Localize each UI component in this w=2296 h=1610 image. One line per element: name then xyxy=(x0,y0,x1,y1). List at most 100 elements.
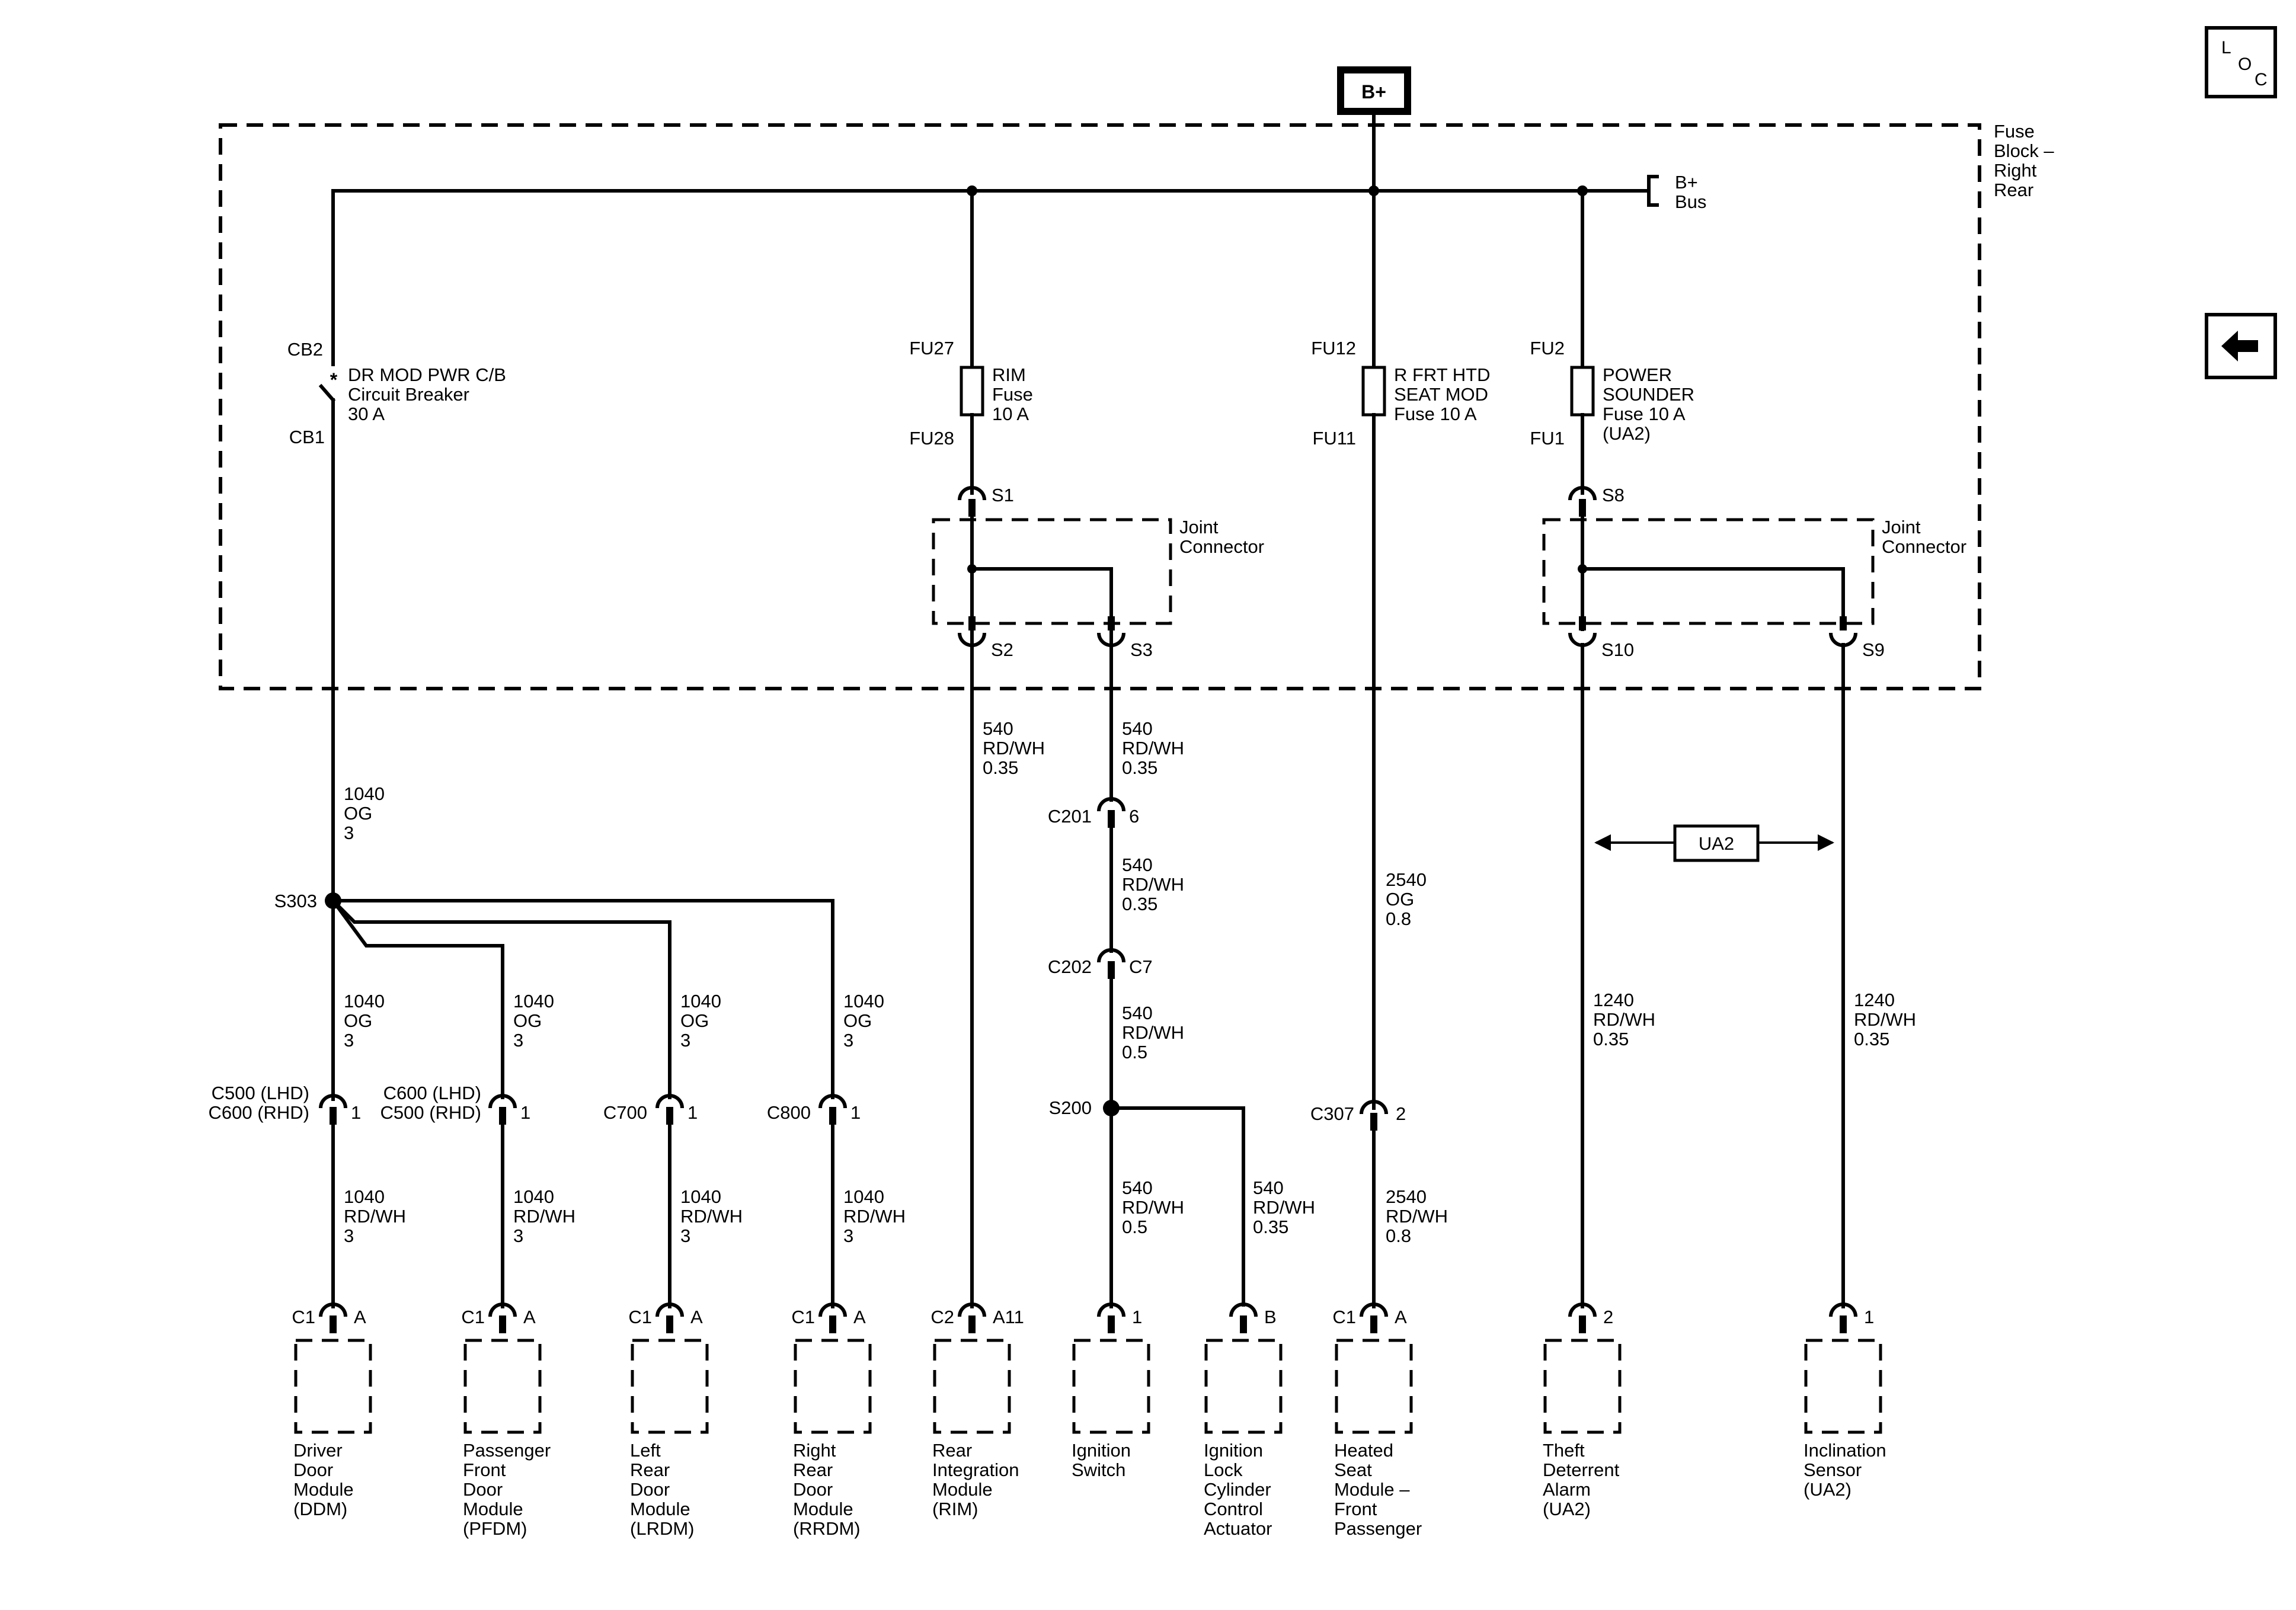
module-connector-arc xyxy=(818,1302,847,1317)
fuse-name: Fuse 10 A xyxy=(1603,404,1686,424)
wire-label: 540 xyxy=(1122,854,1153,875)
module-name: Front xyxy=(1334,1499,1377,1519)
fuse-top-terminal: FU12 xyxy=(1311,338,1356,359)
module-name: Lock xyxy=(1204,1459,1243,1480)
joint-out-pin xyxy=(1108,616,1115,630)
wire-label: 0.8 xyxy=(1386,1225,1411,1246)
joint-out-pin-label: S10 xyxy=(1601,639,1634,660)
wire-label: 540 xyxy=(1122,1177,1153,1198)
inline-connector-c307-arc xyxy=(1360,1100,1388,1115)
module-box xyxy=(1543,1339,1622,1434)
module-connector-arc xyxy=(1229,1302,1258,1317)
module-box xyxy=(794,1339,872,1434)
module-pin-label: A11 xyxy=(993,1307,1024,1327)
module-name: Module xyxy=(463,1499,523,1519)
inline-connector-arc xyxy=(818,1094,847,1109)
wire-label: OG xyxy=(843,1010,872,1031)
module-connector-pin xyxy=(1240,1315,1247,1333)
inline-pin-label: 1 xyxy=(687,1102,698,1123)
locator-button[interactable]: L O C xyxy=(2205,26,2277,98)
fuse-top-terminal: FU27 xyxy=(909,338,954,359)
wire-label: 2540 xyxy=(1386,869,1427,890)
back-arrow-icon xyxy=(2221,331,2258,361)
fuse-top-terminal: FU2 xyxy=(1530,338,1565,359)
module-pin-label: A xyxy=(853,1307,866,1327)
module-name: Door xyxy=(793,1479,833,1500)
wire-label: 1040 xyxy=(344,1186,385,1207)
joint-connector-label: Connector xyxy=(1179,536,1264,557)
inline-connector-arc xyxy=(655,1094,684,1109)
wire-label: 1040 xyxy=(513,1186,554,1207)
loc-letter-o: O xyxy=(2238,55,2252,74)
module-pin-label: 1 xyxy=(1132,1307,1142,1327)
inline-connector-c800: C800 xyxy=(767,1102,811,1123)
breaker-bottom-terminal: CB1 xyxy=(289,427,325,447)
wire-label: OG xyxy=(680,1010,709,1031)
module-name: Rear xyxy=(630,1459,670,1480)
wire-label: RD/WH xyxy=(1122,738,1184,758)
bus-label: Bus xyxy=(1675,191,1706,212)
inline-connector-c202-label: C202 xyxy=(1048,956,1092,977)
module-box xyxy=(1072,1339,1150,1434)
inline-connector-pin xyxy=(829,1107,836,1125)
module-name: Actuator xyxy=(1204,1518,1272,1539)
wire-label: 540 xyxy=(1122,718,1153,739)
module-name: Switch xyxy=(1072,1459,1125,1480)
wire-label: RD/WH xyxy=(1122,1022,1184,1043)
module-connector-pin xyxy=(968,1315,976,1333)
back-button[interactable] xyxy=(2205,313,2277,379)
inline-connector-c202-pin xyxy=(1108,961,1115,979)
module-name: (UA2) xyxy=(1803,1479,1851,1500)
wire-label: 540 xyxy=(1253,1177,1284,1198)
breaker-name: 30 A xyxy=(348,404,385,424)
module-pin-label: 2 xyxy=(1603,1307,1613,1327)
joint-in-connector-pin xyxy=(1579,499,1586,517)
module-connector-pin xyxy=(829,1315,836,1333)
fuse-block-boundary xyxy=(219,123,1981,690)
module-pin-label: A xyxy=(1395,1307,1407,1327)
module-name: Passenger xyxy=(463,1440,551,1461)
wire-label: 0.5 xyxy=(1122,1217,1147,1237)
module-pin-label: A xyxy=(354,1307,366,1327)
option-label: UA2 xyxy=(1699,833,1734,854)
wire-label: RD/WH xyxy=(344,1206,406,1227)
module-name: Module xyxy=(932,1479,993,1500)
wire-label: RD/WH xyxy=(1854,1009,1916,1030)
module-name: Door xyxy=(463,1479,503,1500)
fuse-name: RIM xyxy=(992,364,1026,385)
joint-connector-label: Connector xyxy=(1882,536,1966,557)
module-box xyxy=(933,1339,1011,1434)
wire-label: 1040 xyxy=(344,991,385,1012)
inline-connector-c201-label: C201 xyxy=(1048,806,1092,827)
module-name: Seat xyxy=(1334,1459,1372,1480)
module-connector-arc xyxy=(488,1302,517,1317)
module-name: Sensor xyxy=(1803,1459,1862,1480)
module-pin-label: A xyxy=(523,1307,536,1327)
wire-label: 0.5 xyxy=(1122,1042,1147,1062)
module-name: Ignition xyxy=(1204,1440,1263,1461)
module-connector-label: C1 xyxy=(628,1307,652,1327)
joint-out-pin-label: S3 xyxy=(1130,639,1153,660)
wire-label: RD/WH xyxy=(1593,1009,1655,1030)
wire-label: 3 xyxy=(513,1225,523,1246)
option-arrow-right xyxy=(1818,834,1834,851)
inline-connector-c201-arc xyxy=(1097,797,1125,812)
module-name: Deterrent xyxy=(1543,1459,1620,1480)
module-name: Ignition xyxy=(1072,1440,1131,1461)
wire-label: 1240 xyxy=(1854,990,1895,1010)
fuse-block-label: Block – xyxy=(1994,140,2054,161)
fuse-0 xyxy=(960,366,984,417)
inline-connector-c500: C600 (RHD) xyxy=(208,1102,309,1123)
loc-letter-c: C xyxy=(2255,70,2268,89)
module-name: Module – xyxy=(1334,1479,1410,1500)
module-name: Control xyxy=(1204,1499,1263,1519)
inline-pin-label: 6 xyxy=(1129,806,1139,827)
lock-actuator-wire xyxy=(1111,1106,1245,1307)
module-pin-label: 1 xyxy=(1864,1307,1874,1327)
module-name: Inclination xyxy=(1803,1440,1886,1461)
wire-label: OG xyxy=(513,1010,542,1031)
fuse-block-label: Fuse xyxy=(1994,121,2035,142)
wire-label: 3 xyxy=(680,1030,690,1051)
module-name: Heated xyxy=(1334,1440,1393,1461)
